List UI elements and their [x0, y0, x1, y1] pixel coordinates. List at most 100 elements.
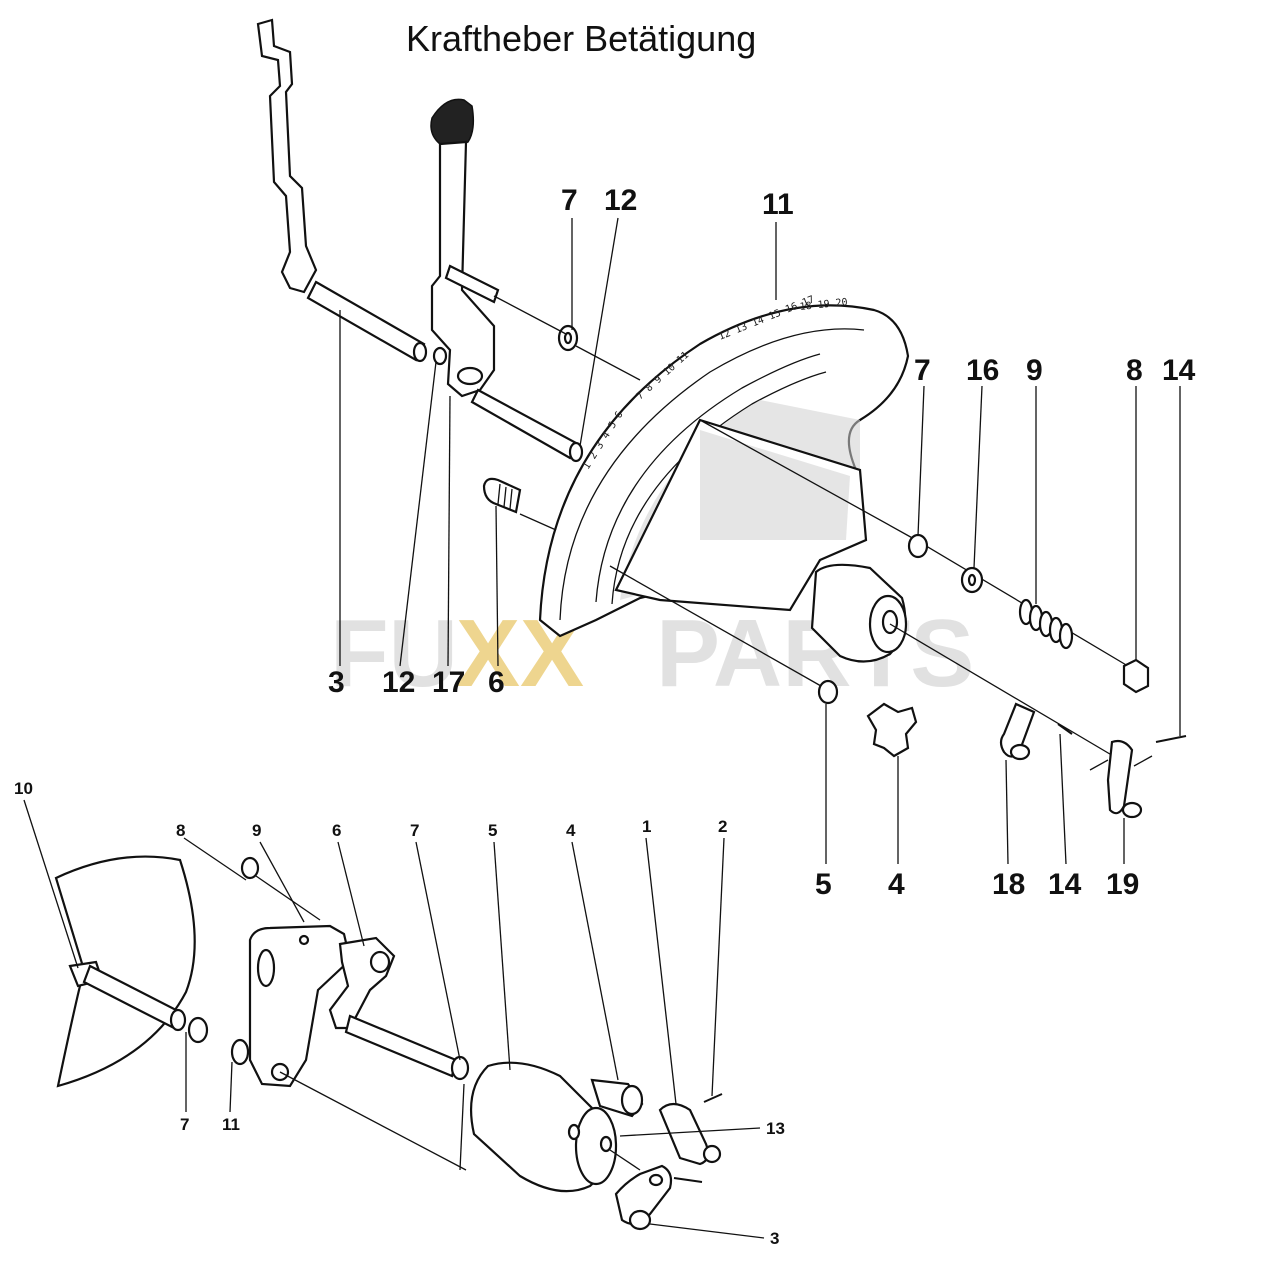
- ring-12: [432, 346, 448, 366]
- link-19-pin: [1121, 801, 1143, 819]
- callout-bottom-5: 5: [488, 821, 497, 840]
- washer-16-hole: [967, 573, 977, 587]
- lever-pin-upper: [444, 264, 500, 304]
- ring-11: [230, 1038, 250, 1066]
- lever-pin-lower: [470, 388, 580, 460]
- bent-lever: [256, 18, 318, 294]
- washer-7-hole: [563, 331, 573, 345]
- link-3-hole: [648, 1173, 664, 1187]
- shaft-end: [412, 341, 428, 363]
- pin-lever-6: [344, 1014, 458, 1078]
- cylinder-face: [574, 1106, 618, 1186]
- svg-text:18 19 20: 18 19 20: [799, 297, 848, 313]
- watermark-left: FU: [330, 600, 458, 707]
- callout-top-7a: 7: [561, 184, 578, 217]
- cotter-19: [1089, 755, 1153, 771]
- bottom-assembly: [54, 855, 723, 1231]
- nut-8: [1122, 658, 1150, 694]
- star-knob-4: [866, 702, 918, 758]
- b-axis-4: [609, 1149, 641, 1171]
- plate-hole-1: [298, 934, 310, 946]
- cylinder-hole-1: [567, 1123, 581, 1141]
- callout-bottom-3: 3: [770, 1229, 779, 1248]
- bolt-thread: [497, 483, 513, 510]
- top-assembly: 1 2 3 4 5 6 7 8 9 10 11 12 13 14 15 16 1…: [256, 18, 1187, 819]
- bolt-6: [482, 477, 522, 514]
- b-axis-1: [255, 875, 321, 921]
- callout-bottom-8: 8: [176, 821, 185, 840]
- callout-bottom-9: 9: [252, 821, 261, 840]
- callout-bottom-13: 13: [766, 1119, 785, 1138]
- callout-bottom-7a: 7: [410, 821, 419, 840]
- hand-lever: [430, 140, 496, 398]
- shaft-end-7: [169, 1008, 187, 1032]
- cotter-2: [703, 1093, 723, 1103]
- callout-top-4: 4: [888, 868, 905, 901]
- ring-7: [187, 1016, 209, 1044]
- ring-12b: [568, 441, 584, 463]
- callout-top-5: 5: [815, 868, 832, 901]
- axis-line-rod: [889, 623, 1121, 761]
- callout-bottom-1: 1: [642, 817, 651, 836]
- cylinder-hole-2: [599, 1135, 613, 1153]
- ring-7b: [450, 1055, 470, 1081]
- callout-bottom-10: 10: [14, 779, 33, 798]
- callout-top-12b: 12: [382, 666, 415, 699]
- link-19: [1106, 739, 1134, 815]
- shaft-3: [306, 280, 426, 362]
- top-callouts: 7 12 11 7 16 9 8 14 3 12 17 6 5 4 18 14 …: [328, 184, 1196, 901]
- bottom-callouts: 10 8 9 6 7 5 4 1 2 13 7 11 3: [14, 779, 785, 1248]
- pin-14: [1057, 723, 1073, 735]
- axis-line-lower: [609, 565, 829, 691]
- washer-5: [817, 679, 839, 705]
- callout-top-17: 17: [432, 666, 465, 699]
- b-axis-2: [279, 1071, 467, 1171]
- clip-8: [240, 856, 260, 880]
- sleeve-face: [620, 1084, 644, 1116]
- b-axis-3: [459, 1083, 465, 1171]
- callout-top-11: 11: [762, 188, 794, 221]
- lever-eye: [456, 366, 484, 386]
- callout-top-3: 3: [328, 666, 345, 699]
- callout-top-14b: 14: [1048, 868, 1082, 901]
- spring-9: [1018, 598, 1074, 650]
- callout-bottom-6: 6: [332, 821, 341, 840]
- pin-14-right: [1155, 735, 1187, 743]
- sector-slot: [595, 353, 821, 603]
- cone-shade: [700, 430, 850, 540]
- hub-bore: [881, 609, 899, 635]
- callout-top-6: 6: [488, 666, 505, 699]
- callout-top-16: 16: [966, 354, 999, 387]
- link-1: [658, 1102, 710, 1166]
- lever-knob: [430, 98, 475, 148]
- callout-bottom-11: 11: [222, 1115, 240, 1134]
- axis-line-3: [519, 513, 557, 531]
- callout-bottom-2: 2: [718, 817, 727, 836]
- axis-line-1: [493, 295, 567, 335]
- callout-top-7b: 7: [914, 354, 931, 387]
- link-18-pin: [1009, 743, 1031, 761]
- diagram-title: Kraftheber Betätigung: [406, 18, 757, 59]
- callout-bottom-4: 4: [566, 821, 576, 840]
- plate-slot: [256, 948, 276, 988]
- callout-top-14a: 14: [1162, 354, 1196, 387]
- link-3-pin: [628, 1209, 652, 1231]
- cotter-3: [673, 1177, 703, 1183]
- callout-top-18: 18: [992, 868, 1025, 901]
- lever-6-eye: [369, 950, 391, 974]
- cylinder-5: [470, 1061, 607, 1193]
- bottom-leaders: [23, 799, 765, 1239]
- callout-top-12a: 12: [604, 184, 637, 217]
- callout-bottom-7b: 7: [180, 1115, 189, 1134]
- sector-plate-10: [54, 855, 196, 1088]
- axis-line-2: [575, 345, 641, 381]
- link-1-pin: [702, 1144, 722, 1164]
- top-leaders: [339, 217, 1181, 865]
- callout-top-9: 9: [1026, 354, 1043, 387]
- callout-top-8: 8: [1126, 354, 1143, 387]
- washer-7-right: [907, 533, 929, 559]
- sector-inner-arc: [559, 328, 865, 621]
- callout-top-19: 19: [1106, 868, 1139, 901]
